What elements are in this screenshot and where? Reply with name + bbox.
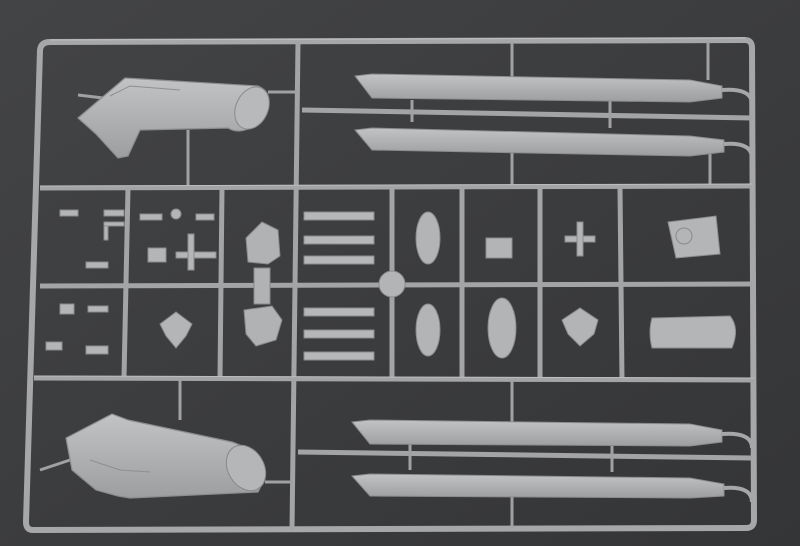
small-parts-right xyxy=(649,215,736,349)
rotor-blades-bottom xyxy=(350,419,725,499)
small-parts-left xyxy=(45,209,125,355)
runner-highlights xyxy=(33,37,755,379)
rotor-blades-top xyxy=(354,73,725,157)
small-parts-col3 xyxy=(243,221,283,347)
gates xyxy=(39,42,712,528)
sprue-frame xyxy=(23,37,757,533)
internal-runners xyxy=(33,41,755,531)
fuselage-half-bottom xyxy=(65,413,267,499)
fuselage-half-top xyxy=(77,77,270,159)
small-parts-col2 xyxy=(139,208,217,349)
small-parts-ovals xyxy=(378,211,599,359)
blade-hooks xyxy=(721,87,754,503)
small-parts-rods xyxy=(303,211,375,361)
